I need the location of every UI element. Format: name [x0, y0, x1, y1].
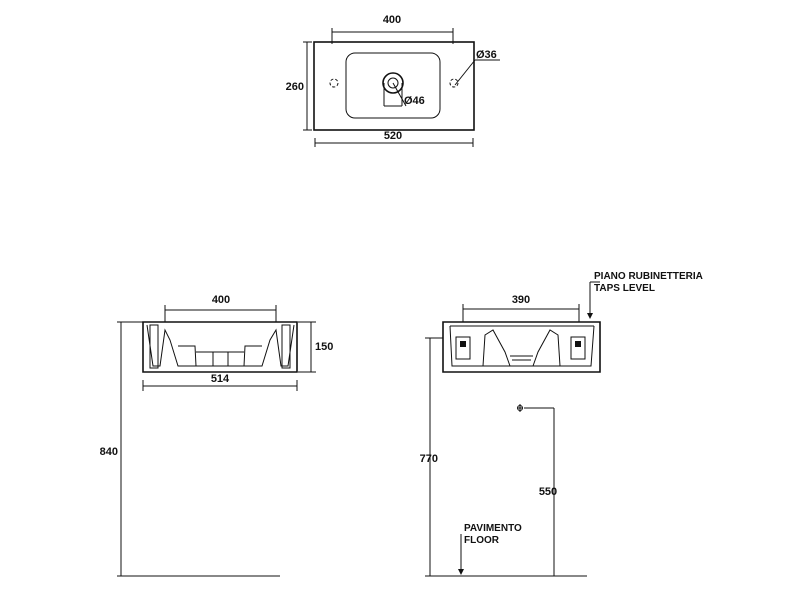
- dim-label-514: 514: [211, 373, 230, 385]
- dim-label-400-front: 400: [212, 294, 230, 306]
- bowl-outline-top: [345, 52, 441, 119]
- taps-level-label-en: TAPS LEVEL: [594, 283, 655, 294]
- basin-outline-top: [313, 41, 475, 131]
- dim-label-550: 550: [539, 486, 557, 498]
- dim-label-840: 840: [100, 446, 118, 458]
- basin-outline-front: [142, 321, 298, 373]
- floor-label-it: PAVIMENTO: [464, 523, 522, 534]
- floor-label-en: FLOOR: [464, 535, 500, 546]
- tap-hole-right: [449, 78, 459, 88]
- tap-hole-diameter-label: Ø36: [476, 49, 497, 61]
- tap-hole-side-right: [570, 336, 586, 360]
- dim-label-520: 520: [384, 130, 402, 142]
- drain-circle: [382, 72, 404, 94]
- taps-level-label-it: PIANO RUBINETTERIA: [594, 271, 703, 282]
- drain-diameter-label: Ø46: [404, 95, 425, 107]
- drain-inner-circle: [387, 77, 399, 89]
- tap-hole-side-left: [455, 336, 471, 360]
- dim-label-400-top: 400: [383, 14, 401, 26]
- dim-label-150: 150: [315, 341, 333, 353]
- tap-hole-left: [329, 78, 339, 88]
- dim-label-770: 770: [420, 453, 438, 465]
- dim-label-260: 260: [286, 81, 304, 93]
- waste-outlet-symbol: [517, 404, 523, 412]
- basin-outline-side: [442, 321, 601, 373]
- dim-label-390: 390: [512, 294, 530, 306]
- top-view: 400 520 260 Ø36 Ø46: [286, 14, 500, 147]
- front-view: 400 150 514 840: [100, 294, 333, 577]
- side-view: PIANO RUBINETTERIA TAPS LEVEL 390 770: [420, 271, 703, 577]
